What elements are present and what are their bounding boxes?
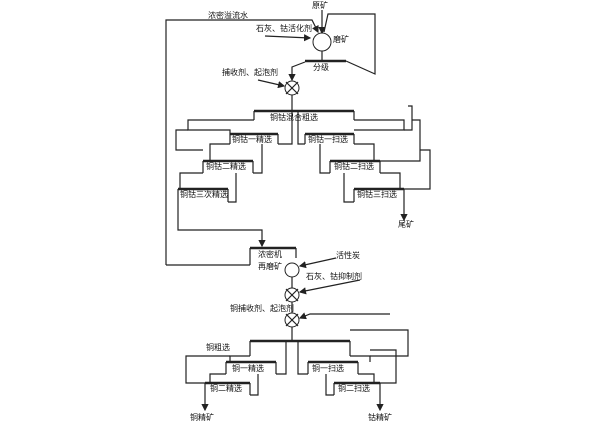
recycle-loop-3	[404, 149, 431, 190]
conditioner-cross-2b	[285, 288, 299, 302]
cu-left-loop	[185, 355, 230, 384]
cleaner1-tail-line	[278, 112, 293, 145]
cu-scavenger1-tail	[358, 373, 375, 382]
regrind-mill-icon	[284, 262, 300, 278]
reagent-line-2	[257, 79, 286, 89]
cu-concentrate-label: 铜精矿	[190, 413, 214, 422]
scavenger3-conc-line	[343, 173, 354, 203]
scavenger2-tail-line	[380, 172, 401, 188]
cu-cleaner1-label: 铜一精选	[232, 364, 264, 373]
scavenger1-tail-line	[354, 143, 375, 160]
lime-depressant-label: 石灰、钴抑制剂	[306, 272, 362, 281]
cu-scavenger2-conc	[325, 374, 334, 396]
cleaner3-tail-line	[228, 173, 237, 203]
grinding-mill-icon	[312, 32, 332, 52]
carbon-label: 活性炭	[336, 251, 360, 260]
cuco-cleaner1-label: 铜钴一精选	[232, 135, 272, 144]
lime-activator-label: 石灰、钴活化剂	[256, 24, 312, 33]
regrinding-label: 再磨矿	[258, 262, 282, 271]
cu-rougher-label: 铜粗选	[206, 343, 230, 352]
cuco-cleaner2-label: 铜钴二精选	[206, 162, 246, 171]
scavenger1-conc-line	[297, 112, 305, 145]
scavenger2-conc-line	[319, 144, 330, 174]
rougher-tail-line	[354, 119, 405, 131]
thickener-label: 浓密机	[258, 250, 282, 259]
cu-cleaner2-tail	[250, 374, 259, 396]
conditioner-cross-1b	[285, 81, 299, 95]
tailings-label: 尾矿	[398, 220, 414, 229]
classifier-return-line	[323, 13, 376, 75]
cu-scavenger1-label: 铜一扫选	[312, 364, 344, 373]
cu-cleaner1-tail	[276, 342, 287, 375]
depressant-line	[298, 279, 361, 295]
ore-label: 原矿	[312, 1, 328, 10]
cu-right-loop-2	[370, 349, 397, 384]
cleaner1-conc-line	[209, 143, 230, 160]
classification-label: 分级	[313, 63, 329, 72]
classifier-overflow-line	[288, 61, 306, 82]
cuco-scavenger3-label: 铜钴三扫选	[357, 190, 397, 199]
cu-right-loop-1	[350, 329, 409, 357]
cu-cleaner2-label: 铜二精选	[210, 384, 242, 393]
bulk-conc-to-thickener	[177, 202, 266, 248]
grinding-label: 磨矿	[333, 35, 349, 44]
overflow-water-line	[165, 19, 319, 265]
cuco-scavenger1-label: 铜钴一扫选	[308, 135, 348, 144]
recycle-loop-2	[380, 119, 421, 162]
cuco-scavenger2-label: 铜钴二扫选	[334, 162, 374, 171]
carbon-line	[298, 257, 337, 269]
cleaner2-tail-line	[253, 144, 263, 174]
conditioner-cross-3b	[285, 313, 299, 327]
collector-frother-label-1: 捕收剂、起泡剂	[222, 68, 278, 77]
co-concentrate-label: 钴精矿	[368, 413, 392, 422]
cleaner2-conc-line	[179, 172, 203, 188]
reagent-line-1	[264, 34, 312, 42]
recycle-loop-left	[175, 129, 203, 151]
cu-cleaner1-conc	[209, 373, 226, 382]
cuco-cleaner3-label: 铜钴三次精选	[180, 190, 228, 199]
cu-collector-line	[298, 312, 390, 320]
cu-scavenger1-conc	[297, 342, 308, 375]
rougher-conc-line	[187, 119, 254, 134]
overflow-water-label: 浓密溢流水	[208, 11, 248, 20]
cuco-rougher-label: 铜钴混合粗选	[270, 113, 318, 122]
cu-scavenger2-label: 铜二扫选	[338, 384, 370, 393]
recycle-loop-1	[404, 105, 413, 131]
cu-collector-label: 铜捕收剂、起泡剂	[230, 304, 294, 313]
